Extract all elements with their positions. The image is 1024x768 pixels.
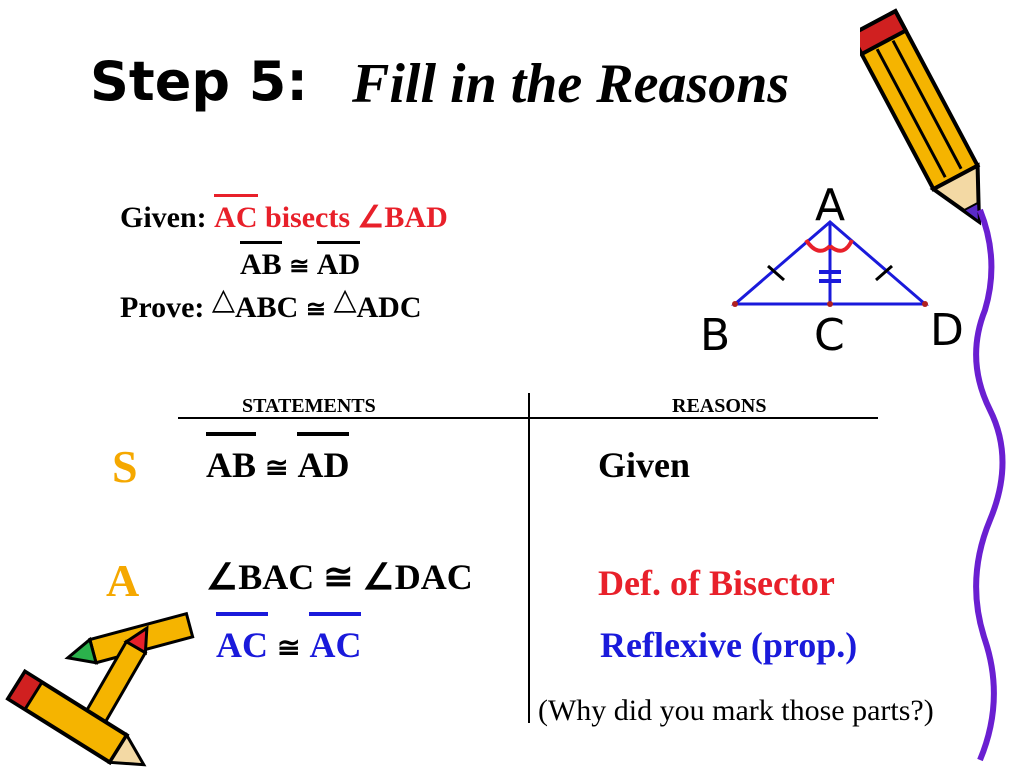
given-line: Given: AC bisects ∠BAD [120,194,448,235]
statement-row-3: AC ≅ AC [216,612,362,666]
vertex-label-a: A [815,180,845,231]
statement-row-2: ∠BAC ≅ ∠DAC [206,557,473,597]
reason-row-1: Given [598,445,691,485]
statement-row-1: AB ≅ AD [206,432,350,486]
table-column-divider [528,393,530,723]
title-text: Fill in the Reasons [352,53,790,115]
segment-ac: AC [216,612,268,665]
segment-ab: AB [206,432,257,485]
squiggle-line [973,208,1006,762]
sas-letter-angle: A [106,555,140,606]
prove-label: Prove: [120,291,205,324]
triangle-icon: △ [333,283,357,316]
given-segment-ac: AC [214,194,258,234]
tick-mark-ab [767,264,785,282]
given-bisects-text: bisects [265,201,351,234]
vertex-label-d: D [930,305,964,356]
given-segment-ab: AB [240,241,282,281]
tick-mark-ad [875,264,893,282]
triangle-icon: △ [211,283,235,316]
pencil-icon [860,8,982,226]
column-header-reasons: REASONS [672,395,767,417]
prove-line: Prove: △ABC ≅ △ADC [120,283,422,325]
note-text: (Why did you mark those parts?) [538,694,934,727]
congruent-symbol: ≅ [305,297,326,323]
congruent-symbol: ≅ [277,633,301,664]
reason-row-3: Reflexive (prop.) [600,625,858,665]
vertex-b-dot [732,301,738,307]
crayon-icon [5,611,195,767]
segment-ac-2: AC [309,612,362,665]
title-step: Step 5: [90,50,308,113]
triangle-figure: A B C D [700,180,964,360]
reason-row-2: Def. of Bisector [598,563,835,603]
sas-letter-side-1: S [112,441,138,492]
given-label: Given: [120,201,207,234]
prove-triangle-abc: ABC [234,291,299,324]
given-segment-ad: AD [316,241,361,281]
congruent-symbol: ≅ [265,453,289,484]
column-header-statements: STATEMENTS [242,395,376,417]
angle-arc-left [804,238,832,253]
prove-triangle-adc: ADC [356,291,422,324]
vertex-c-dot [827,301,833,307]
angle-arc-right [828,239,854,253]
segment-ad: AD [297,432,350,485]
vertex-d-dot [922,301,928,307]
given-line-2: AB ≅ AD [240,241,361,282]
given-angle-bad: ∠BAD [357,201,448,234]
vertex-label-c: C [814,310,845,360]
congruent-symbol: ≅ [289,254,310,280]
vertex-label-b: B [700,310,730,360]
